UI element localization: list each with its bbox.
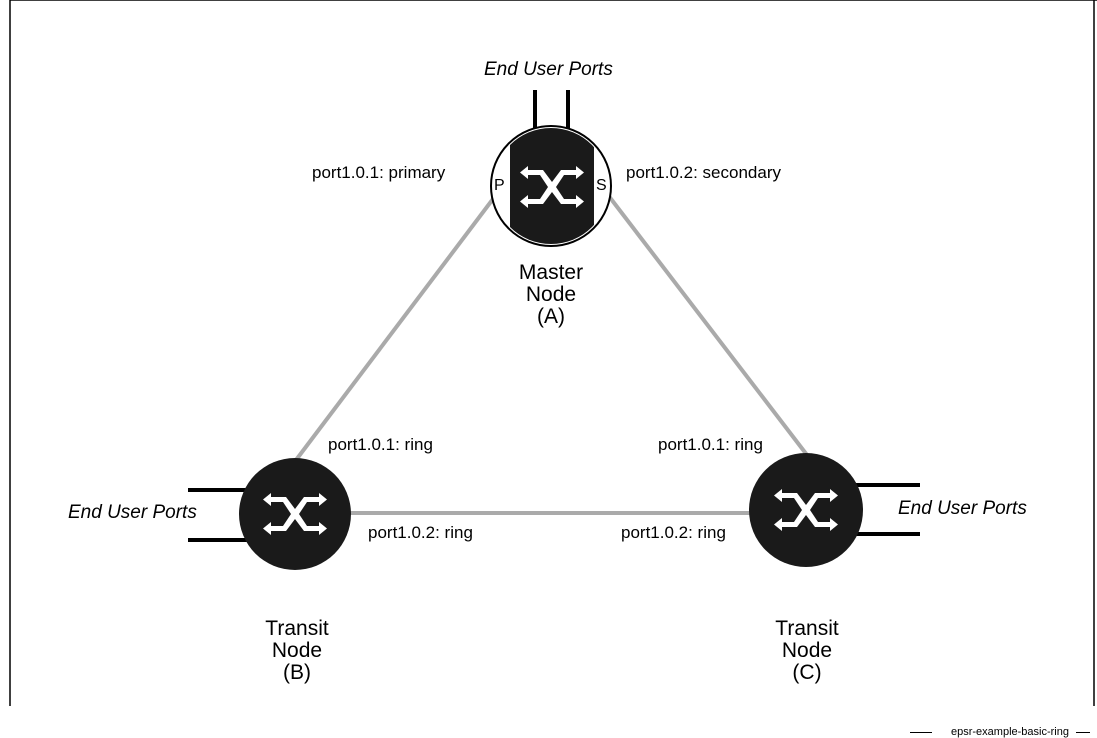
node-c-line-2: Node	[781, 639, 833, 662]
end-user-wires-top	[533, 90, 570, 133]
ring-link-a-b	[294, 185, 504, 462]
end-user-ports-left-label: End User Ports	[68, 502, 197, 523]
port-label-a-secondary: port1.0.2: secondary	[626, 163, 781, 182]
port-label-c-ring1: port1.0.1: ring	[658, 435, 763, 454]
node-b-line-2: Node	[271, 639, 323, 662]
ring-link-a-c	[606, 193, 809, 457]
port-label-a-primary: port1.0.1: primary	[312, 163, 446, 182]
port-label-b-ring2: port1.0.2: ring	[368, 523, 473, 542]
caption-rule-left	[910, 732, 932, 733]
node-a-caption: Master Node (A)	[491, 262, 611, 328]
transit-node-b-icon	[239, 458, 351, 570]
node-b-caption: Transit Node (B)	[237, 618, 357, 684]
end-user-ports-right-label: End User Ports	[898, 498, 1027, 519]
diagram-frame	[9, 0, 1097, 706]
primary-port-marker: P	[494, 177, 505, 194]
node-c-caption: Transit Node (C)	[747, 618, 867, 684]
end-user-wires-right	[850, 483, 920, 536]
node-b-line-1: Transit	[265, 617, 329, 640]
node-c-line-1: Transit	[775, 617, 839, 640]
figure-caption: epsr-example-basic-ring	[951, 726, 1069, 738]
node-a-line-3: (A)	[537, 305, 565, 328]
master-node-a-icon	[490, 125, 612, 247]
port-label-c-ring2: port1.0.2: ring	[621, 523, 726, 542]
node-a-line-2: Node	[525, 283, 577, 306]
secondary-port-marker: S	[596, 177, 607, 194]
node-b-line-3: (B)	[283, 661, 311, 684]
transit-node-c-icon	[749, 453, 863, 567]
node-c-line-3: (C)	[792, 661, 822, 684]
caption-rule-right	[1076, 732, 1090, 733]
end-user-ports-top-label: End User Ports	[484, 59, 613, 80]
port-label-b-ring1: port1.0.1: ring	[328, 435, 433, 454]
end-user-wires-left	[188, 488, 250, 542]
node-a-line-1: Master	[518, 261, 584, 284]
